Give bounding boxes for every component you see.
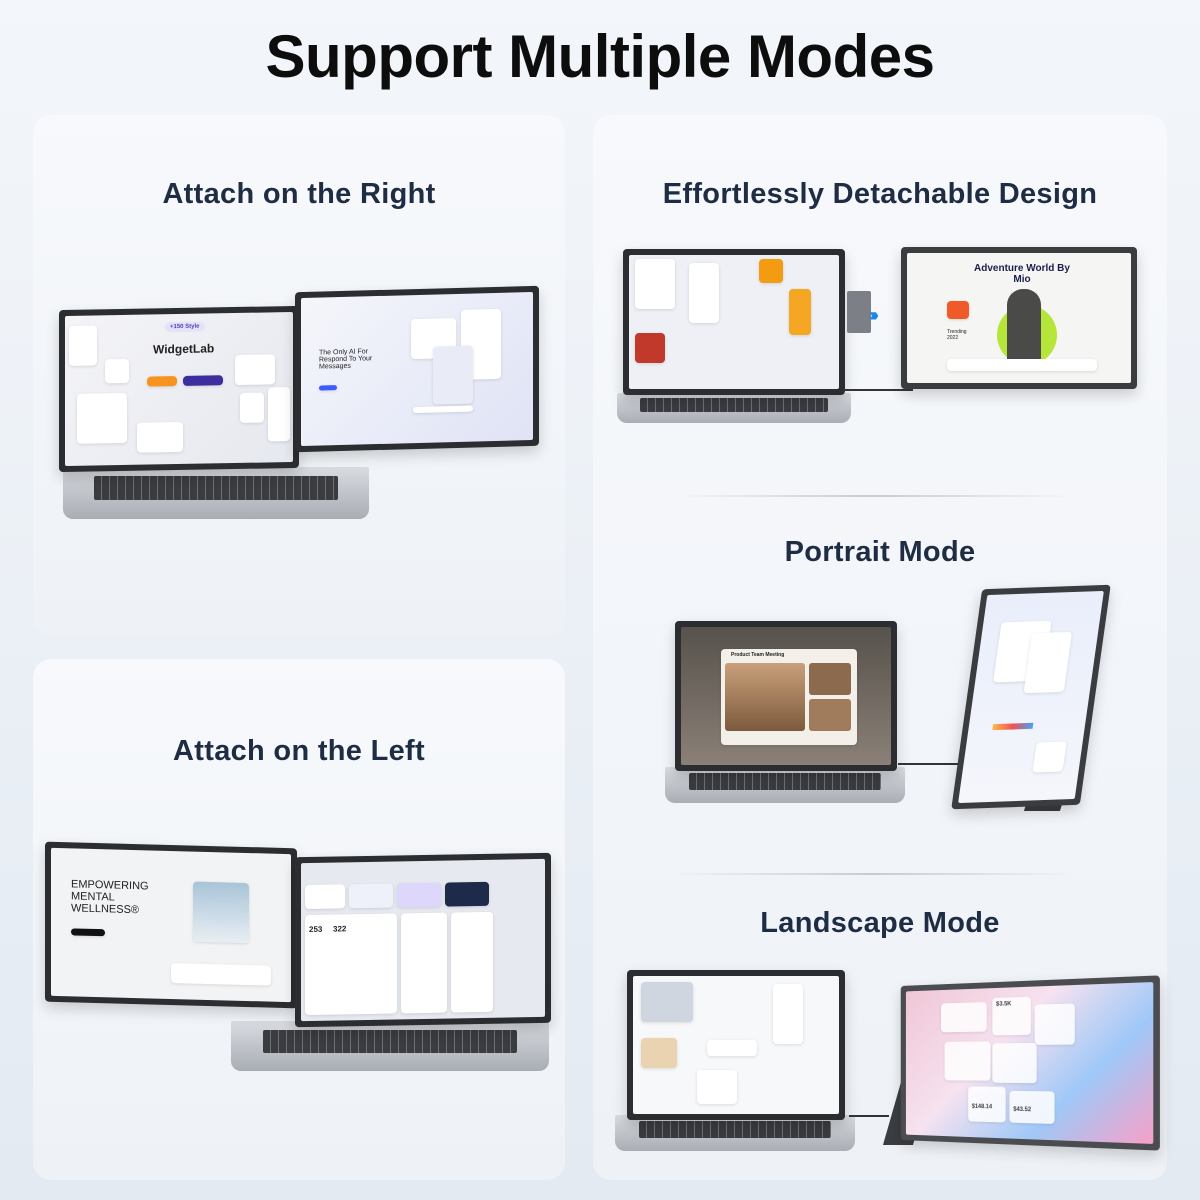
- screen-subtitle: Trending 2022: [947, 329, 967, 341]
- detach-bracket: [847, 291, 871, 333]
- heading-attach-right: Attach on the Right: [162, 178, 436, 210]
- heading-landscape: Landscape Mode: [760, 907, 1000, 939]
- cable: [843, 389, 913, 391]
- divider: [673, 495, 1073, 497]
- screen-stat-1: 253: [309, 924, 323, 934]
- screen-value-2: $148.14: [971, 1103, 993, 1111]
- card-attach-right: Attach on the Right +150 Style WidgetLab…: [33, 115, 565, 636]
- card-attach-left: Attach on the Left EMPOWERING MENTAL WEL…: [33, 659, 565, 1180]
- screen-label: Product Team Meeting: [731, 652, 785, 658]
- card-modes: Effortlessly Detachable Design ››› Adven…: [593, 115, 1167, 1180]
- arrows-icon: ›››: [869, 305, 879, 325]
- divider: [673, 873, 1073, 875]
- heading-portrait: Portrait Mode: [784, 536, 976, 568]
- cable: [898, 763, 960, 765]
- heading-detachable: Effortlessly Detachable Design: [662, 178, 1098, 210]
- screen-title: WidgetLab: [153, 341, 215, 357]
- page-title: Support Multiple Modes: [265, 23, 935, 90]
- heading-attach-left: Attach on the Left: [173, 735, 425, 767]
- screen-badge: +150 Style: [165, 321, 205, 333]
- cable: [849, 1115, 889, 1117]
- screen-stat-2: 322: [333, 924, 347, 934]
- screen-headline: Adventure World By Mio: [974, 263, 1070, 285]
- screen-headline: The Only AI For Respond To Your Messages: [319, 348, 373, 371]
- screen-headline: EMPOWERING MENTAL WELLNESS®: [71, 878, 149, 917]
- screen-value-3: $43.52: [1013, 1106, 1032, 1114]
- screen-value-1: $3.5K: [996, 1001, 1012, 1008]
